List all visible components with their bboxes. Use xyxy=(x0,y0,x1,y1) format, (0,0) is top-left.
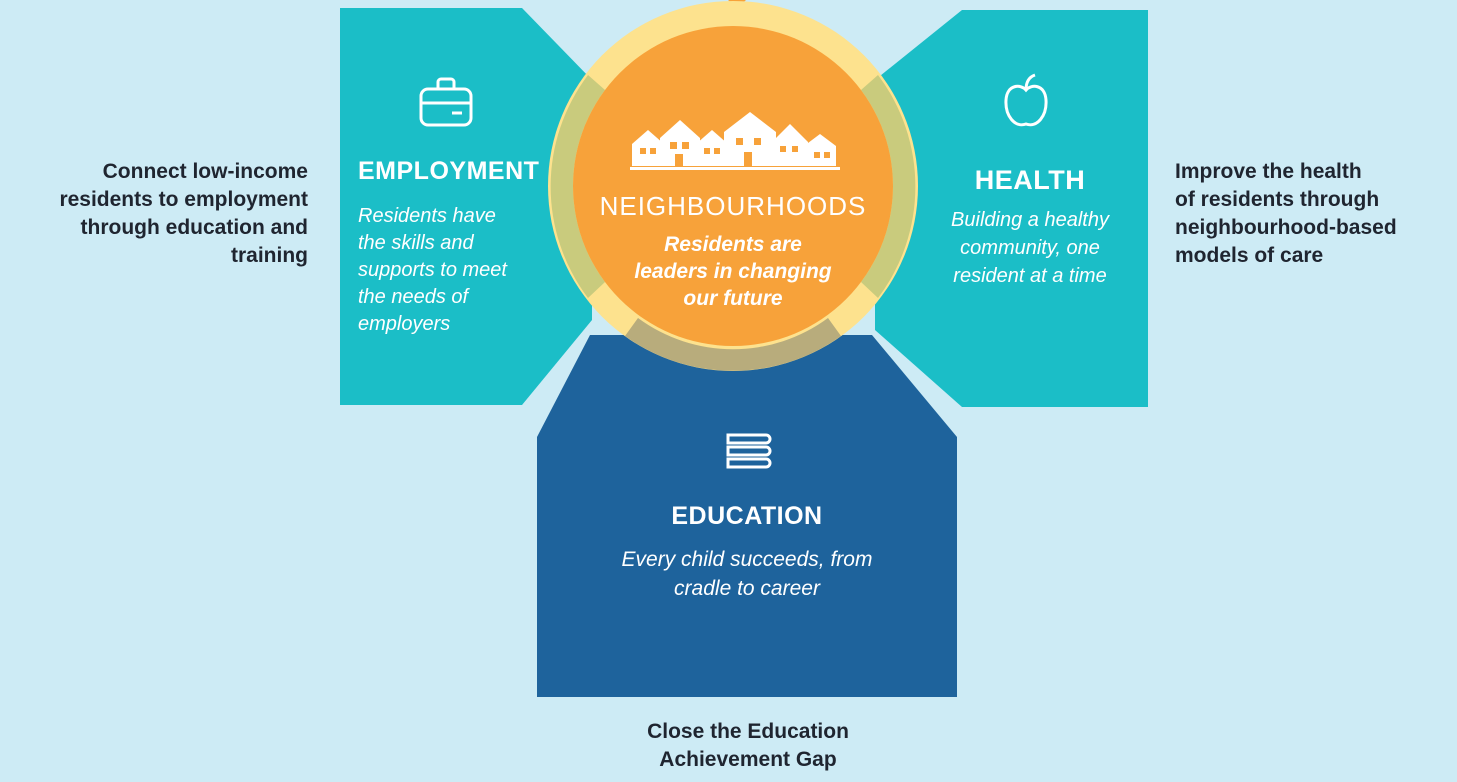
apple-icon xyxy=(1004,73,1048,127)
education-title: EDUCATION xyxy=(671,502,823,530)
education-description: Every child succeeds, from cradle to car… xyxy=(621,548,873,600)
employment-description: Residents have the skills and supports t… xyxy=(358,205,507,335)
employment-title: EMPLOYMENT xyxy=(358,157,540,185)
health-title: HEALTH xyxy=(974,165,1086,195)
health-description: Building a healthy community, one reside… xyxy=(951,209,1109,287)
briefcase-icon xyxy=(419,77,473,127)
ring-overlap-right xyxy=(861,75,916,298)
ring-overlap-bottom xyxy=(625,318,841,371)
health-goal-text: Improve the health of residents through … xyxy=(1175,160,1397,267)
center-circle xyxy=(573,26,893,346)
education-goal-text: Close the Education Achievement Gap xyxy=(647,720,849,771)
houses-icon xyxy=(630,112,840,170)
books-icon xyxy=(726,433,772,469)
employment-goal-text: Connect low-income residents to employme… xyxy=(59,160,308,267)
ring-overlap-left xyxy=(550,75,605,298)
neighbourhoods-title: NEIGHBOURHOODS xyxy=(599,191,867,221)
education-panel xyxy=(537,335,957,697)
employment-panel xyxy=(340,8,592,405)
neighbourhoods-description: Residents are leaders in changing our fu… xyxy=(634,233,832,310)
health-panel xyxy=(875,10,1148,407)
